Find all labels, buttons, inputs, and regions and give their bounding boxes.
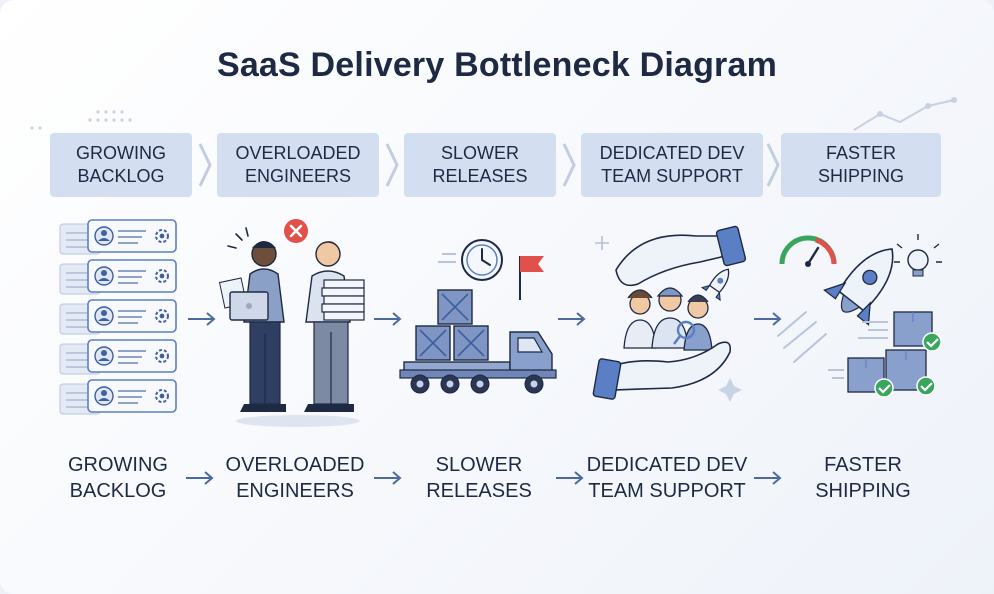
- label-growing-backlog: GROWING BACKLOG: [68, 454, 168, 502]
- step-dedicated-dev-team-support: DEDICATED DEV TEAM SUPPORT: [581, 133, 763, 197]
- label-slower-releases: SLOWER RELEASES: [426, 454, 532, 502]
- rocket-shipping-illustration: [777, 234, 942, 398]
- delivery-truck-illustration: [399, 239, 557, 394]
- diagram-title: SaaS Delivery Bottleneck Diagram: [216, 46, 778, 84]
- arrow-right-icon: [374, 471, 402, 485]
- arrow-right-icon: [754, 312, 782, 326]
- arrow-right-icon: [186, 471, 214, 485]
- step-faster-shipping: FASTER SHIPPING: [781, 133, 941, 197]
- backlog-tickets-illustration: [59, 219, 177, 415]
- check-icon: [874, 332, 942, 398]
- label-dedicated-dev-team-support: DEDICATED DEV TEAM SUPPORT: [586, 454, 748, 502]
- chevron-right-icon: [766, 143, 780, 187]
- step-slower-releases: SLOWER RELEASES: [404, 133, 556, 197]
- arrow-right-icon: [374, 312, 402, 326]
- arrow-right-icon: [754, 471, 782, 485]
- arrow-right-icon: [558, 312, 586, 326]
- label-overloaded-engineers: OVERLOADED ENGINEERS: [225, 454, 365, 502]
- dedicated-team-hands-illustration: [592, 225, 747, 402]
- chevron-right-icon: [198, 143, 212, 187]
- overloaded-engineers-illustration: [218, 219, 365, 427]
- chevron-right-icon: [385, 143, 399, 187]
- step-overloaded-engineers: OVERLOADED ENGINEERS: [217, 133, 379, 197]
- trend-line-decoration: [853, 97, 957, 131]
- step-growing-backlog: GROWING BACKLOG: [50, 133, 192, 197]
- decorative-dots: [30, 110, 132, 130]
- chevron-right-icon: [562, 143, 576, 187]
- label-faster-shipping: FASTER SHIPPING: [815, 454, 911, 502]
- arrow-right-icon: [188, 312, 216, 326]
- arrow-right-icon: [556, 471, 584, 485]
